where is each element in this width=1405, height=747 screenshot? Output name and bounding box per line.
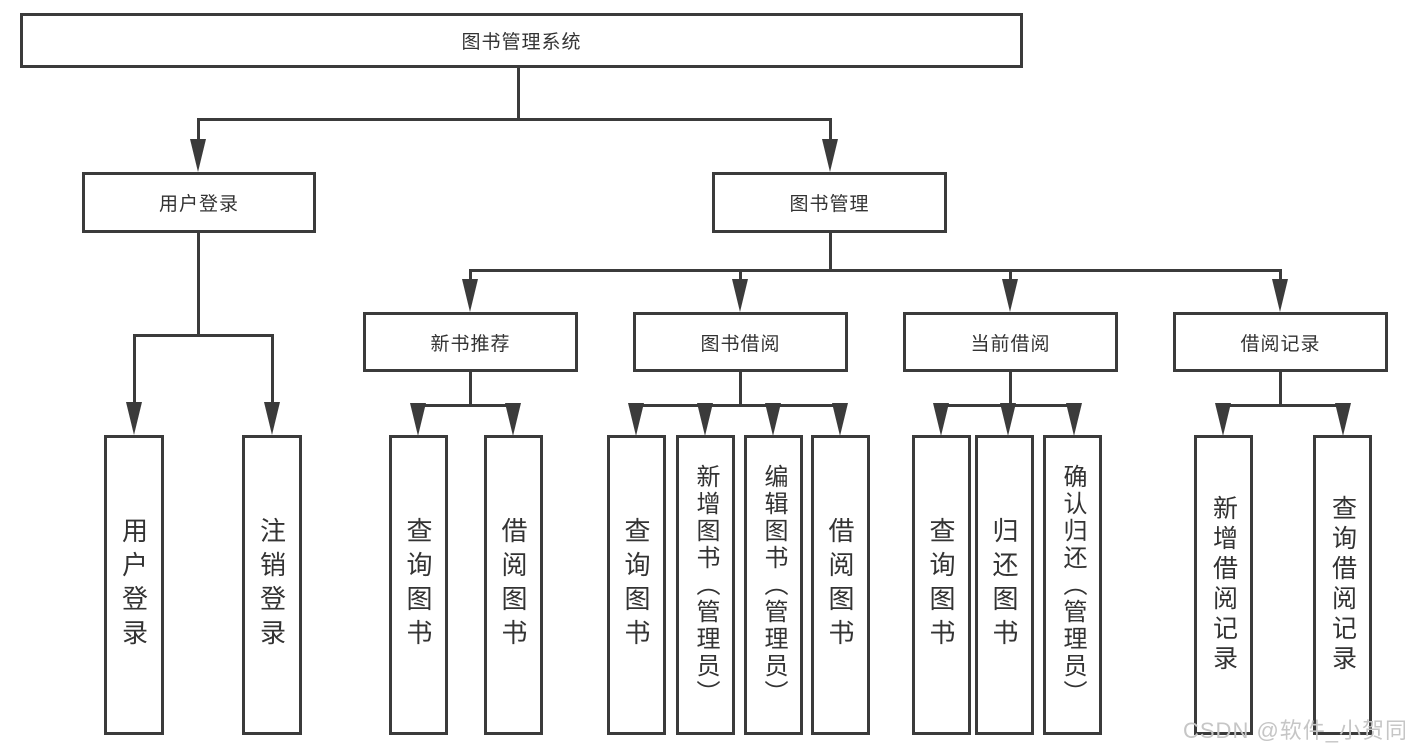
- arrow-down-icon: [822, 139, 838, 172]
- arrow-down-icon: [832, 403, 848, 436]
- return-books-leaf: 归还图书: [975, 435, 1034, 735]
- root-node: 图书管理系统: [20, 13, 1023, 68]
- book-management-node: 图书管理: [712, 172, 947, 233]
- connector-userlogin-drop-right: [271, 334, 274, 403]
- arrow-down-icon: [1335, 403, 1351, 436]
- connector-bookborrow-stem: [739, 372, 742, 406]
- arrow-down-icon: [410, 403, 426, 436]
- connector-bookmgmt-rail: [469, 269, 1282, 272]
- arrow-down-icon: [264, 402, 280, 435]
- arrow-down-icon: [765, 403, 781, 436]
- arrow-down-icon: [1215, 403, 1231, 436]
- arrow-down-icon: [190, 139, 206, 172]
- connector-root-rail: [197, 118, 832, 121]
- user-login-leaf: 用户登录: [104, 435, 164, 735]
- logout-leaf: 注销登录: [242, 435, 302, 735]
- connector-bookmgmt-stem: [829, 233, 832, 271]
- arrow-down-icon: [505, 403, 521, 436]
- connector-newbook-stem: [469, 372, 472, 406]
- connector-bookmgmt-drop-2: [739, 269, 742, 281]
- connector-root-drop-right: [829, 118, 832, 144]
- arrow-down-icon: [697, 403, 713, 436]
- query-books-leaf: 查询图书: [389, 435, 448, 735]
- connector-bookmgmt-drop-3: [1009, 269, 1012, 281]
- connector-userlogin-rail: [133, 334, 274, 337]
- borrow-records-node: 借阅记录: [1173, 312, 1388, 372]
- arrow-down-icon: [462, 279, 478, 312]
- connector-bookmgmt-drop-1: [469, 269, 472, 281]
- connector-root-stem: [517, 68, 520, 120]
- arrow-down-icon: [1066, 403, 1082, 436]
- add-books-admin-leaf: 新增图书（管理员）: [676, 435, 735, 735]
- arrow-down-icon: [628, 403, 644, 436]
- query-books-leaf: 查询图书: [607, 435, 666, 735]
- arrow-down-icon: [933, 403, 949, 436]
- csdn-watermark: CSDN @软件_小贺同学: [1183, 718, 1405, 743]
- connector-records-stem: [1279, 372, 1282, 406]
- book-borrow-node: 图书借阅: [633, 312, 848, 372]
- query-books-leaf: 查询图书: [912, 435, 971, 735]
- connector-userlogin-drop-left: [133, 334, 136, 403]
- connector-bookmgmt-drop-4: [1279, 269, 1282, 281]
- add-borrow-record-leaf: 新增借阅记录: [1194, 435, 1253, 735]
- connector-newbook-rail: [417, 404, 516, 407]
- current-borrow-node: 当前借阅: [903, 312, 1118, 372]
- borrow-books-leaf: 借阅图书: [811, 435, 870, 735]
- connector-root-drop-left: [197, 118, 200, 144]
- arrow-down-icon: [1000, 403, 1016, 436]
- arrow-down-icon: [1002, 279, 1018, 312]
- arrow-down-icon: [126, 402, 142, 435]
- query-borrow-record-leaf: 查询借阅记录: [1313, 435, 1372, 735]
- user-login-node: 用户登录: [82, 172, 316, 233]
- arrow-down-icon: [732, 279, 748, 312]
- connector-userlogin-stem: [197, 233, 200, 336]
- new-book-recommend-node: 新书推荐: [363, 312, 578, 372]
- borrow-books-leaf: 借阅图书: [484, 435, 543, 735]
- connector-currentborrow-stem: [1009, 372, 1012, 406]
- arrow-down-icon: [1272, 279, 1288, 312]
- edit-books-admin-leaf: 编辑图书（管理员）: [744, 435, 803, 735]
- connector-records-rail: [1222, 404, 1344, 407]
- confirm-return-admin-leaf: 确认归还（管理员）: [1043, 435, 1102, 735]
- connector-bookborrow-rail: [635, 404, 841, 407]
